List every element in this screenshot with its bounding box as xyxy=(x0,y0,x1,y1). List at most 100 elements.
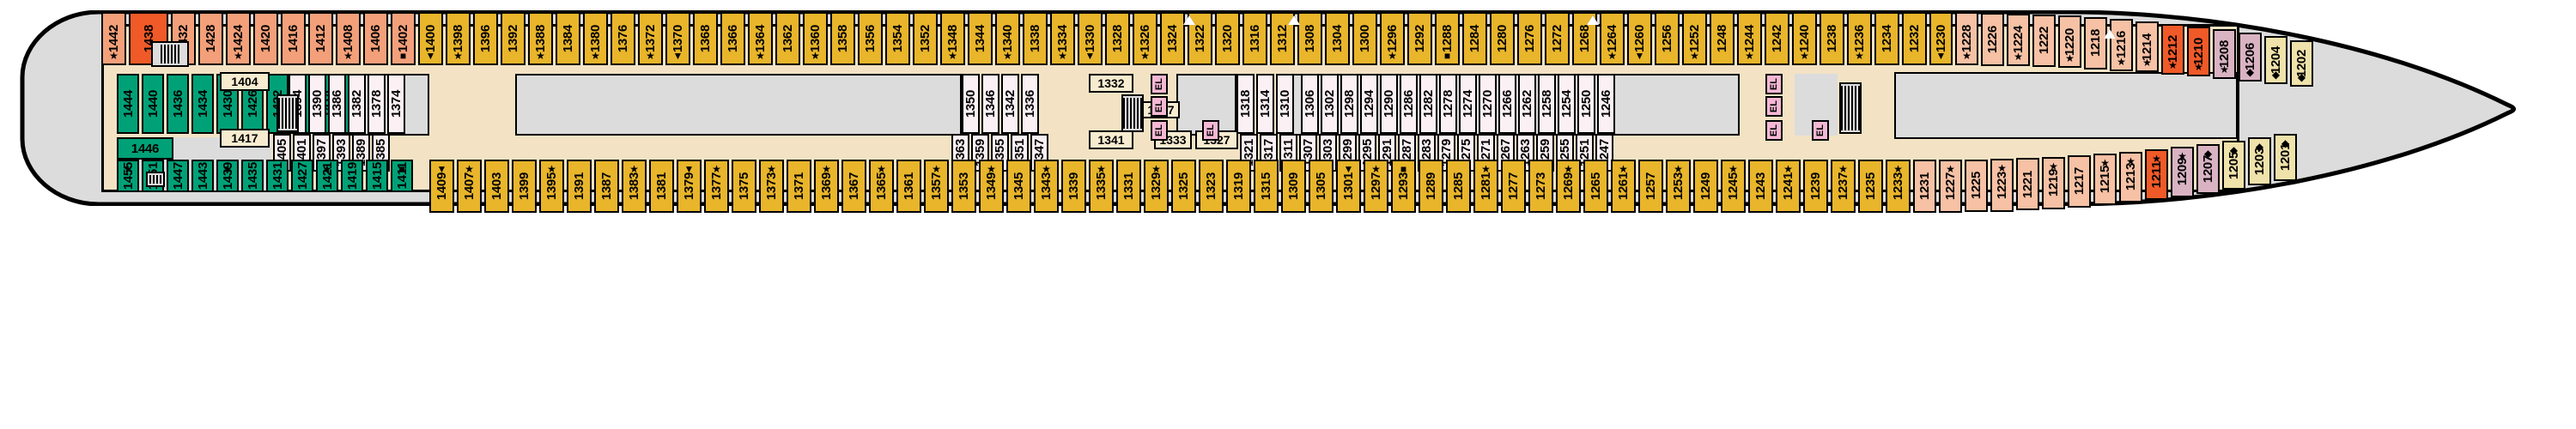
cabin-bottom-outer-1201[interactable]: 1201◆ xyxy=(2274,134,2297,182)
cabin-bottom-inner-1443[interactable]: 1443 xyxy=(191,160,214,192)
cabin-inner-c-1286[interactable]: 1286 xyxy=(1400,74,1418,134)
cabin-inner-c-1266[interactable]: 1266 xyxy=(1498,74,1516,134)
cabin-bottom-outer-1353[interactable]: 1353 xyxy=(951,160,976,213)
cabin-bottom-outer-1407[interactable]: 1407★ xyxy=(457,160,482,213)
cabin-bottom-outer-1245[interactable]: 1245★ xyxy=(1721,160,1746,213)
cabin-bottom-outer-1231[interactable]: 1231 xyxy=(1913,160,1936,213)
cabin-top-outer-1328[interactable]: 1328 xyxy=(1105,12,1130,65)
cabin-bottom-outer-1371[interactable]: 1371 xyxy=(787,160,811,213)
cabin-bottom-outer-1239[interactable]: 1239 xyxy=(1803,160,1828,213)
cabin-top-inner-1434[interactable]: 1434 xyxy=(191,74,214,134)
cabin-inner-c-1306[interactable]: 1306 xyxy=(1301,74,1319,134)
cabin-bottom-outer-1209[interactable]: 1209★ xyxy=(2171,147,2194,197)
cabin-bottom-outer-1273[interactable]: 1273 xyxy=(1528,160,1553,213)
cabin-bottom-outer-1319[interactable]: 1319 xyxy=(1226,160,1251,213)
cabin-top-outer-1316[interactable]: 1316 xyxy=(1242,12,1267,65)
cabin-bottom-outer-1205[interactable]: 1205◆ xyxy=(2222,141,2245,190)
cabin-inner-b-1346[interactable]: 1346 xyxy=(981,74,999,134)
cabin-top-outer-1202[interactable]: 1202◆ xyxy=(2290,39,2313,88)
cabin-top-outer-1268[interactable]: 1268 xyxy=(1572,12,1597,65)
elevator-7[interactable]: EL xyxy=(1765,120,1783,141)
elevator-1[interactable]: EL xyxy=(1151,74,1168,94)
cabin-bottom-outer-1315[interactable]: 1315 xyxy=(1254,160,1279,213)
cabin-bottom-outer-1221[interactable]: 1221 xyxy=(2016,157,2039,211)
cabin-top-outer-1384[interactable]: 1384 xyxy=(556,12,580,65)
cabin-bottom-outer-1381[interactable]: 1381 xyxy=(649,160,674,213)
cabin-top-outer-1226[interactable]: 1226 xyxy=(1981,12,2004,66)
cabin-top-outer-1400[interactable]: 1400▼ xyxy=(418,12,443,65)
cabin-top-outer-1284[interactable]: 1284 xyxy=(1462,12,1487,65)
cabin-top-inner-1436[interactable]: 1436 xyxy=(167,74,189,134)
cabin-top-outer-1232[interactable]: 1232 xyxy=(1902,12,1927,65)
cabin-bottom-outer-1323[interactable]: 1323 xyxy=(1199,160,1224,213)
cabin-inner-c-1290[interactable]: 1290 xyxy=(1380,74,1398,134)
cabin-bottom-outer-1365[interactable]: 1365★ xyxy=(869,160,894,213)
cabin-top-outer-1228[interactable]: 1228★ xyxy=(1955,12,1978,66)
elevator-2[interactable]: EL xyxy=(1151,96,1168,117)
cabin-bottom-outer-1369[interactable]: 1369★ xyxy=(814,160,839,213)
cabin-bottom-outer-1257[interactable]: 1257 xyxy=(1638,160,1663,213)
cabin-inner-a-1386[interactable]: 1386 xyxy=(328,74,346,134)
cabin-bottom-inner-1435[interactable]: 1435 xyxy=(241,160,264,192)
cabin-inner-c-1250[interactable]: 1250 xyxy=(1577,74,1595,134)
cabin-top-outer-1206[interactable]: 1206◆ xyxy=(2239,33,2262,82)
cabin-top-outer-1224[interactable]: 1224★ xyxy=(2007,13,2030,67)
stairwell-3[interactable] xyxy=(1839,82,1862,134)
cabin-top-outer-1222[interactable]: 1222 xyxy=(2032,14,2056,68)
stairwell-4[interactable] xyxy=(151,41,189,67)
cabin-top-outer-1428[interactable]: 1428 xyxy=(198,12,223,65)
cabin-top-outer-1324[interactable]: 1324 xyxy=(1160,12,1185,65)
cabin-inner-c-1298[interactable]: 1298 xyxy=(1340,74,1358,134)
cabin-bottom-outer-1211[interactable]: 1211★ xyxy=(2145,149,2168,201)
room-label-1332[interactable]: 1332 xyxy=(1089,74,1133,93)
cabin-bottom-outer-1215[interactable]: 1215★ xyxy=(2093,153,2117,206)
cabin-bottom-outer-1377[interactable]: 1377★ xyxy=(704,160,729,213)
room-label-1341[interactable]: 1341 xyxy=(1089,130,1133,149)
stairwell-2[interactable] xyxy=(1121,94,1144,132)
cabin-top-outer-1238[interactable]: 1238 xyxy=(1820,12,1844,65)
cabin-inner-c-1258[interactable]: 1258 xyxy=(1538,74,1556,134)
cabin-top-outer-1392[interactable]: 1392 xyxy=(501,12,526,65)
cabin-inner-b-1342[interactable]: 1342 xyxy=(1001,74,1019,134)
cabin-top-outer-1296[interactable]: 1296★ xyxy=(1380,12,1405,65)
cabin-bottom-outer-1233[interactable]: 1233★ xyxy=(1886,160,1911,213)
cabin-top-outer-1334[interactable]: 1334★ xyxy=(1050,12,1075,65)
cabin-bottom-outer-1241[interactable]: 1241★ xyxy=(1776,160,1801,213)
cabin-bottom-outer-1223[interactable]: 1223★ xyxy=(1990,158,2014,212)
cabin-bottom-outer-1277[interactable]: 1277 xyxy=(1501,160,1526,213)
cabin-top-outer-1354[interactable]: 1354 xyxy=(885,12,910,65)
cabin-top-outer-1412[interactable]: 1412 xyxy=(308,12,333,65)
cabin-bottom-outer-1243[interactable]: 1243 xyxy=(1748,160,1773,213)
cabin-inner-c-1254[interactable]: 1254 xyxy=(1558,74,1576,134)
cabin-top-outer-1344[interactable]: 1344 xyxy=(968,12,993,65)
cabin-top-outer-1276[interactable]: 1276 xyxy=(1517,12,1542,65)
cabin-bottom-outer-1289[interactable]: 1289 xyxy=(1419,160,1443,213)
cabin-top-outer-1320[interactable]: 1320 xyxy=(1215,12,1240,65)
cabin-top-inner-1444[interactable]: 1444 xyxy=(117,74,139,134)
cabin-bottom-outer-1309[interactable]: 1309 xyxy=(1281,160,1306,213)
cabin-bottom-outer-1265[interactable]: 1265 xyxy=(1583,160,1608,213)
cabin-top-outer-1376[interactable]: 1376 xyxy=(611,12,635,65)
cabin-inner-a-1390[interactable]: 1390 xyxy=(308,74,326,134)
cabin-top-outer-1352[interactable]: 1352 xyxy=(913,12,938,65)
cabin-bottom-outer-1375[interactable]: 1375 xyxy=(732,160,756,213)
stairwell-5[interactable] xyxy=(146,172,165,187)
cabin-bottom-outer-1329[interactable]: 1329★ xyxy=(1144,160,1169,213)
cabin-inner-c-1294[interactable]: 1294 xyxy=(1360,74,1378,134)
cabin-inner-c-1246[interactable]: 1246 xyxy=(1597,74,1615,134)
cabin-top-outer-1356[interactable]: 1356 xyxy=(858,12,883,65)
stairwell-1[interactable] xyxy=(276,94,299,132)
cabin-top-outer-1272[interactable]: 1272 xyxy=(1545,12,1570,65)
cabin-bottom-outer-1225[interactable]: 1225 xyxy=(1965,159,1988,213)
cabin-bottom-outer-1343[interactable]: 1343★ xyxy=(1034,160,1059,213)
cabin-bottom-outer-1335[interactable]: 1335★ xyxy=(1089,160,1114,213)
cabin-bottom-inner-1419[interactable]: 1419 xyxy=(341,160,363,192)
cabin-top-outer-1380[interactable]: 1380★ xyxy=(583,12,608,65)
cabin-bottom-outer-1331[interactable]: 1331 xyxy=(1116,160,1141,213)
cabin-inner-c-1310[interactable]: 1310 xyxy=(1276,74,1294,134)
cabin-top-outer-1416[interactable]: 1416 xyxy=(281,12,306,65)
cabin-bottom-inner-1415[interactable]: 1415 xyxy=(366,160,388,192)
cabin-inner-c-1302[interactable]: 1302 xyxy=(1321,74,1339,134)
cabin-bottom-outer-1249[interactable]: 1249 xyxy=(1693,160,1718,213)
cabin-bottom-outer-1217[interactable]: 1217 xyxy=(2068,154,2091,208)
